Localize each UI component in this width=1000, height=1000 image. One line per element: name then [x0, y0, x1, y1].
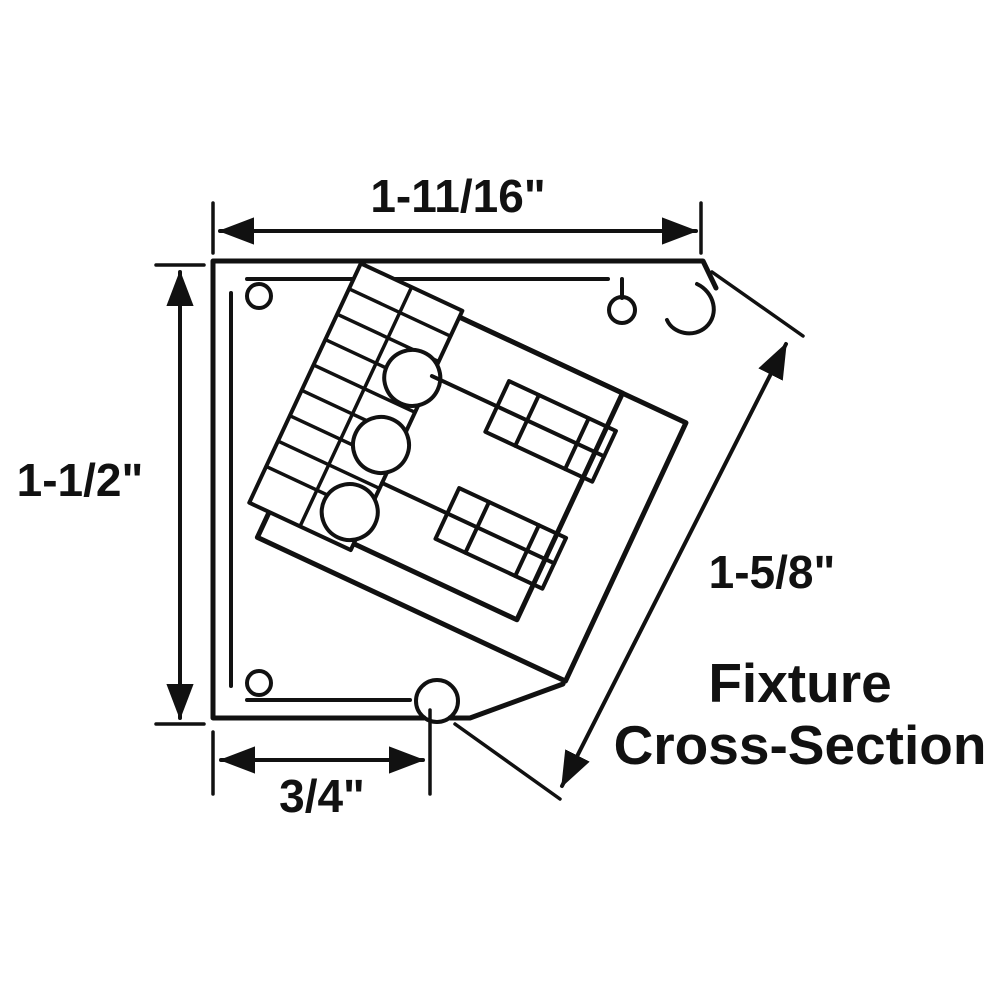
dimension-top-label: 1-11/16" — [370, 170, 545, 222]
dimension-left-height: 1-1/2" — [17, 263, 206, 726]
dimension-bottom-label: 3/4" — [279, 770, 365, 822]
profile-outline — [210, 258, 719, 721]
dimension-diagonal-label: 1-5/8" — [709, 546, 836, 598]
extrusion-profile — [210, 258, 719, 724]
terminal-screw-1 — [382, 347, 443, 408]
diagram-title-line2: Cross-Section — [614, 714, 987, 776]
diagram-title: Fixture Cross-Section — [614, 652, 987, 776]
bottom-keyhole-notch — [414, 678, 460, 724]
lamp-holder-assembly — [247, 261, 689, 684]
dimension-top-width: 1-11/16" — [211, 170, 703, 255]
dimension-diagonal-ext-top — [710, 270, 805, 338]
pin-contact-lower-slots — [445, 499, 557, 578]
diagram-title-line1: Fixture — [708, 652, 891, 714]
contact-rails — [380, 374, 500, 516]
dimension-left-label: 1-1/2" — [17, 454, 144, 506]
dimension-diagonal-ext-bottom — [453, 722, 562, 801]
dimension-diagonal-line — [560, 342, 788, 788]
dimension-bottom-width: 3/4" — [211, 708, 432, 822]
corner-boss-bottom-left — [245, 669, 273, 697]
pin-contact-lower — [433, 486, 569, 591]
dimension-diagonal-depth: 1-5/8" — [453, 270, 836, 801]
profile-bottom-right-edge — [447, 681, 566, 721]
top-right-boss-circle — [607, 295, 637, 325]
corner-boss-top-left — [245, 282, 273, 310]
terminal-strip-divider — [298, 285, 414, 529]
terminal-screw-3 — [319, 482, 380, 543]
top-right-curl-hook — [665, 282, 716, 336]
terminal-screw-2 — [351, 414, 412, 475]
